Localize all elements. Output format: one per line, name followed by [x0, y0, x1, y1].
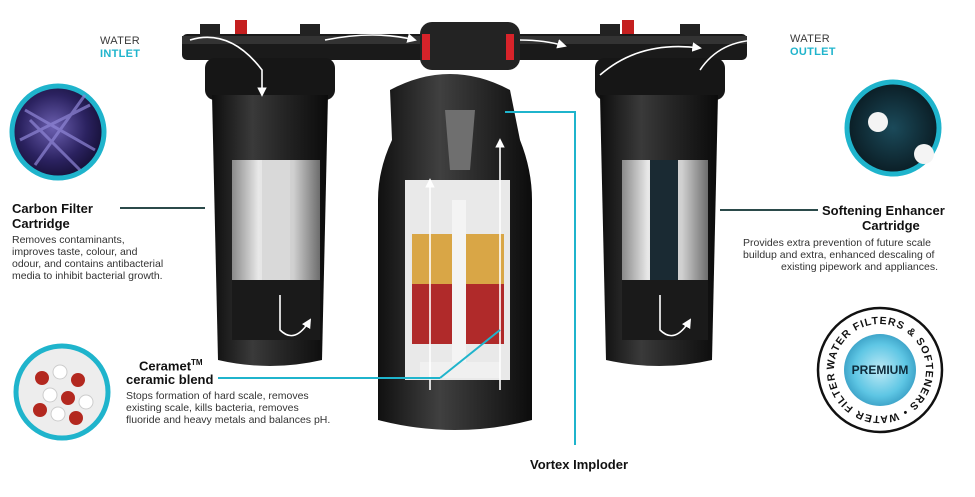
outlet-label-line2: OUTLET	[790, 46, 836, 58]
inlet-label-line2: INTLET	[100, 48, 141, 60]
softening-detail-circle	[844, 79, 942, 177]
ceramet-desc-1: Stops formation of hard scale, removes	[126, 390, 309, 402]
carbon-title-line2: Cartridge	[12, 216, 70, 231]
carbon-detail-circle	[9, 83, 107, 181]
softener-tank	[378, 74, 532, 430]
trademark-mark: TM	[191, 358, 203, 367]
valve-cap-icon	[235, 20, 247, 34]
flow-arrow-icon	[279, 295, 311, 337]
ceramet-desc-3: fluoride and heavy metals and balances p…	[126, 414, 331, 426]
carbon-desc-4: media to inhibit bacterial growth.	[12, 270, 163, 282]
softening-desc-3: existing pipework and appliances.	[781, 261, 939, 273]
ceramet-title-line2: ceramic blend	[126, 372, 214, 387]
badge-center-text: PREMIUM	[852, 363, 909, 377]
vortex-label: Vortex Imploder	[530, 457, 629, 472]
softening-title-line2: Cartridge	[862, 218, 920, 233]
ceramet-desc-2: existing scale, kills bacteria, removes	[126, 402, 299, 414]
vortex-imploder	[445, 110, 475, 170]
inlet-label-line1: WATER	[100, 35, 140, 47]
flow-arrow-icon	[599, 42, 702, 76]
softening-desc-2: buildup and extra, enhanced descaling of	[743, 249, 935, 261]
leader-lines	[120, 111, 818, 445]
flow-arrow-icon	[189, 36, 267, 97]
flow-arrows	[189, 33, 762, 390]
carbon-title-line1: Carbon Filter	[12, 201, 93, 216]
carbon-filter-housing	[205, 58, 335, 366]
ceramet-title-line1: CerametTM	[139, 358, 203, 374]
flow-arrow-icon	[519, 39, 567, 49]
carbon-desc-3: odour, and contains antibacterial	[12, 258, 164, 270]
softening-desc-1: Provides extra prevention of future scal…	[743, 237, 931, 249]
flow-arrow-icon	[324, 33, 417, 43]
flow-arrow-icon	[659, 295, 691, 337]
top-manifold	[182, 20, 747, 70]
ceramet-detail-circle	[13, 343, 111, 441]
softening-filter-housing	[595, 58, 725, 366]
flow-arrow-icon	[699, 35, 762, 71]
carbon-desc-2: improves taste, colour, and	[12, 246, 138, 258]
softening-title-line1: Softening Enhancer	[822, 203, 945, 218]
valve-cap-icon	[622, 20, 634, 34]
outlet-label-line1: WATER	[790, 33, 830, 45]
carbon-desc-1: Removes contaminants,	[12, 234, 125, 246]
